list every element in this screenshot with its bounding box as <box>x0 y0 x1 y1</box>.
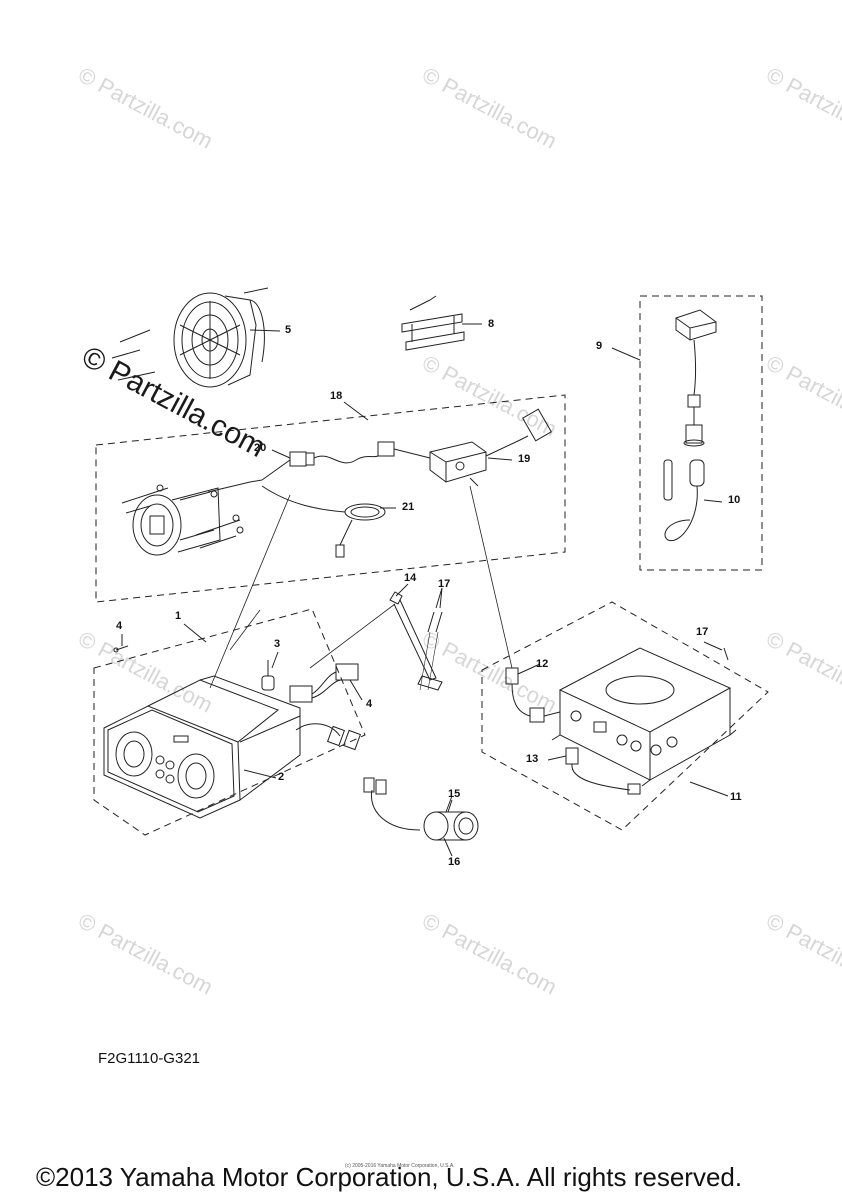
callout-3: 3 <box>274 638 281 650</box>
callout-13: 13 <box>526 753 539 765</box>
group-11-outline <box>481 601 769 831</box>
aux-cable <box>295 723 421 831</box>
callout-17: 17 <box>438 578 451 590</box>
callout-5: 4 <box>116 620 123 632</box>
aux-jack-15 <box>423 795 479 841</box>
callout-20: 20 <box>254 442 267 454</box>
callout-11: 11 <box>730 791 742 803</box>
callout-16: 16 <box>448 856 461 868</box>
callout-10: 10 <box>728 494 741 506</box>
cable-20 <box>261 441 431 481</box>
callout-8: 8 <box>488 318 495 330</box>
junction-box-19 <box>429 408 552 487</box>
screw-5 <box>113 645 129 653</box>
group-18-outline <box>95 394 566 603</box>
callout-9: 9 <box>596 340 603 352</box>
callout-15: 15 <box>448 788 461 800</box>
antenna-9 <box>675 309 717 447</box>
callout-21: 21 <box>402 501 415 513</box>
speaker-6 <box>111 287 269 388</box>
group-9-outline <box>639 295 763 571</box>
callout-2: 2 <box>278 771 285 783</box>
harness-4 <box>289 663 359 703</box>
callout-1: 1 <box>175 610 182 622</box>
callout-17b: 17 <box>696 626 709 638</box>
diagram-code: F2G1110-G321 <box>98 1050 201 1067</box>
head-unit-2 <box>103 675 301 819</box>
fuse-3 <box>261 660 275 691</box>
callout-4: 4 <box>366 698 373 710</box>
group-1-outline <box>93 608 366 836</box>
callout-19: 19 <box>518 453 531 465</box>
harness-8 <box>401 295 465 351</box>
bolts-17 <box>419 611 729 691</box>
tiny-copyright: (c) 2005-2016 Yamaha Motor Corporation, … <box>345 1163 455 1169</box>
amplifier-11 <box>551 647 737 787</box>
callout-14: 14 <box>404 572 417 584</box>
fuse-holder-13 <box>565 747 641 795</box>
antenna-cable-10 <box>663 459 705 542</box>
callout-18: 18 <box>330 390 343 402</box>
callout-6: 5 <box>285 324 292 336</box>
footer-copyright: ©2013 Yamaha Motor Corporation, U.S.A. A… <box>36 1162 743 1192</box>
callout-12: 12 <box>536 658 549 670</box>
remote-control-18 <box>121 479 263 556</box>
cable-21 <box>261 485 386 558</box>
cable-12 <box>505 667 561 723</box>
bracket-14 <box>309 591 443 691</box>
